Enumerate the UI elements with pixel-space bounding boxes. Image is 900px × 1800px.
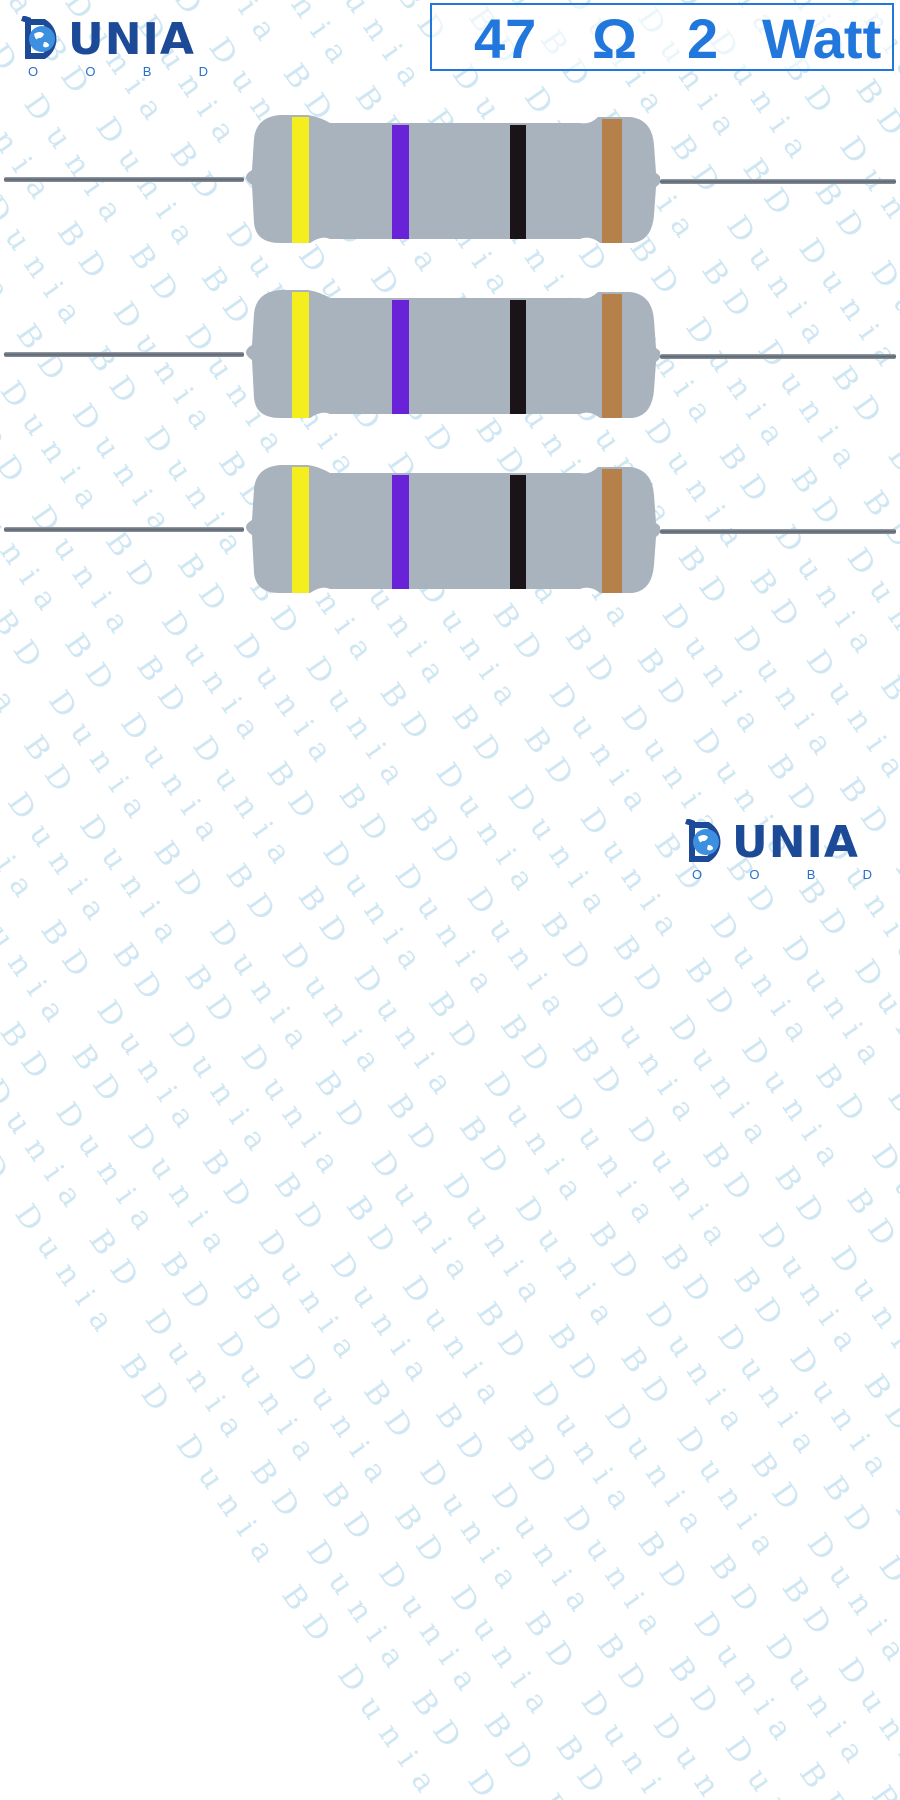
watermark-text: Dunia BD Dunia BD Dunia BD Dunia BD Duni… [379,0,900,1800]
lead-wire-right [660,354,896,359]
ohm-symbol: Ω [592,7,637,70]
watermark-text: Dunia BD Dunia BD Dunia BD Dunia BD Duni… [0,16,900,1800]
globe-cart-icon [21,16,57,59]
watermark-text: Dunia BD Dunia BD Dunia BD Dunia BD Duni… [9,0,900,1800]
watermark-text: Dunia BD Dunia BD Dunia BD Dunia BD Duni… [235,0,900,1800]
logo-sub-letter: D [862,867,872,882]
watermark-text: Dunia BD Dunia BD Dunia BD Dunia BD Duni… [492,0,900,1800]
globe-cart-icon [685,819,721,862]
resistor-2 [0,288,900,423]
resistor-body [246,115,660,243]
resistor-1 [0,113,900,248]
watermark-text: Dunia BD Dunia BD Dunia BD Dunia BD Duni… [266,0,900,1800]
logo-sub-letter: O [85,64,96,79]
lead-wire-left [4,352,244,357]
resistance-value: 47 [474,7,537,70]
lead-wire-left [4,527,244,532]
watermark-text: Dunia BD Dunia BD Dunia BD Dunia BD Duni… [122,0,900,1800]
lead-wire-left [4,177,244,182]
logo-sub-letter: D [198,64,208,79]
logo-sub-letter: O [749,867,760,882]
power-unit: Watt [762,7,882,70]
logo-subtitle: O O B D [692,867,872,882]
watermark-text: Dunia BD Dunia BD Dunia BD Dunia BD Duni… [533,0,900,1800]
dunia-bd-logo-bottom: UNIA O O B D [678,815,878,882]
lead-wire-right [660,529,896,534]
logo-word: UNIA [68,14,195,65]
watermark-text: Dunia BD Dunia BD Dunia BD Dunia BD Duni… [420,0,900,1800]
watermark-text: Dunia BD Dunia BD Dunia BD Dunia BD Duni… [194,0,900,1800]
watermark-text: Dunia BD Dunia BD Dunia BD Dunia BD Duni… [153,0,900,1800]
lead-wire-right [660,179,896,184]
spec-title-box: 47 Ω 2 Watt [430,3,894,71]
power-value: 2 [687,7,719,70]
watermark-text: Dunia BD Dunia BD Dunia BD Dunia BD Duni… [307,0,900,1800]
logo-sub-letter: B [142,64,152,79]
logo-sub-letter: O [28,64,39,79]
watermark-text: Dunia BD Dunia BD Dunia BD Dunia BD Duni… [461,0,900,1800]
watermark-text: Dunia BD Dunia BD Dunia BD Dunia BD Duni… [81,0,900,1800]
watermark-text: Dunia BD Dunia BD Dunia BD Dunia BD Duni… [0,197,900,1800]
dunia-bd-logo-top: UNIA O O B D [14,12,214,79]
watermark-text: Dunia BD Dunia BD Dunia BD Dunia BD Duni… [348,0,900,1800]
logo-sub-letter: B [806,867,816,882]
watermark-text: Dunia BD Dunia BD Dunia BD Dunia BD Duni… [606,0,900,1800]
logo-subtitle: O O B D [28,64,208,79]
resistor-body [246,290,660,418]
logo-sub-letter: O [692,867,703,882]
watermark-text: Dunia BD Dunia BD Dunia BD Dunia BD Duni… [40,0,900,1800]
logo-word: UNIA [732,817,859,868]
resistor-3 [0,463,900,598]
resistor-body [246,465,660,593]
